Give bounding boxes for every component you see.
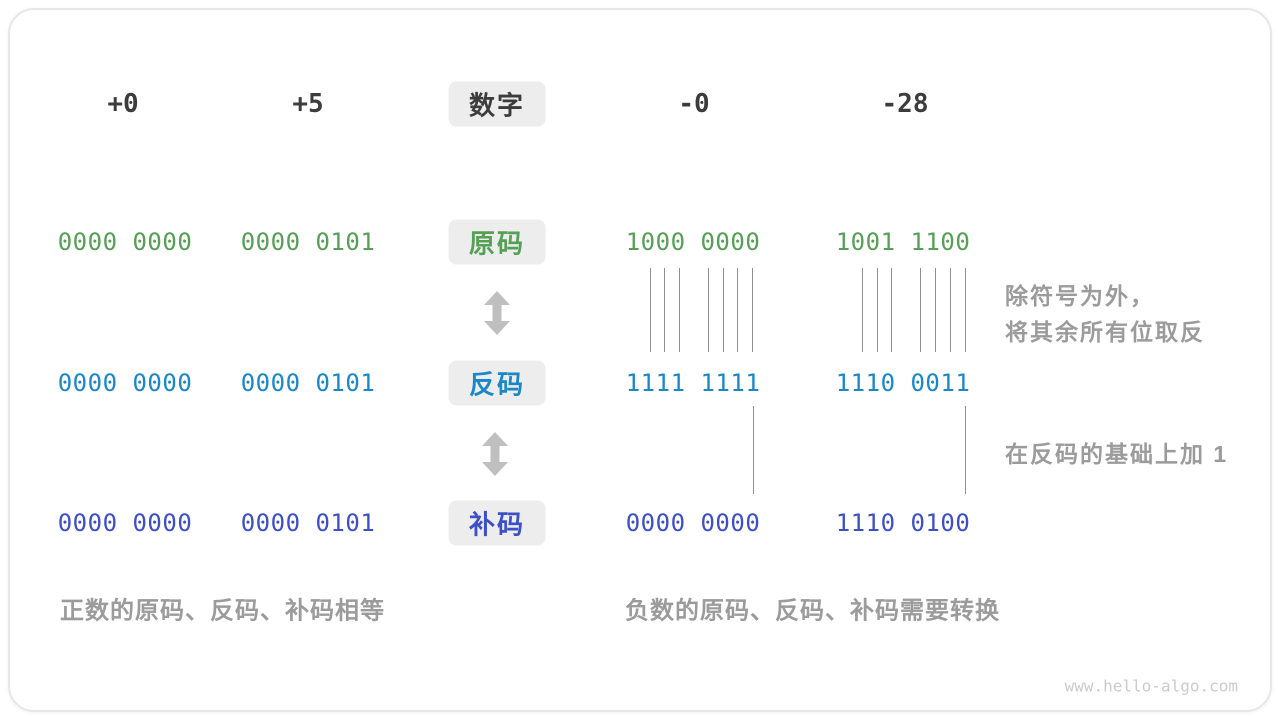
twos-complement-value: 0000 0000 [57, 509, 193, 537]
updown-arrow-icon [484, 291, 510, 335]
bit-invert-line [935, 268, 936, 352]
caption-positive: 正数的原码、反码、补码相等 [60, 597, 385, 625]
bit-invert-line [679, 268, 680, 352]
diagram-card [8, 8, 1272, 712]
bit-invert-line [650, 268, 651, 352]
bit-invert-line [950, 268, 951, 352]
bit-invert-line [723, 268, 724, 352]
column-header-plus-five: +5 [292, 89, 324, 119]
twos-complement-value: 0000 0000 [625, 509, 761, 537]
bit-invert-line [862, 268, 863, 352]
ones-complement-value: 0000 0000 [57, 369, 193, 397]
bit-invert-line [737, 268, 738, 352]
header-label-number: 数字 [448, 81, 546, 127]
add-one-line [965, 406, 966, 494]
annotation-invert-line2: 将其余所有位取反 [1005, 319, 1205, 345]
annotation-invert-line1: 除符号为外， [1005, 283, 1155, 309]
twos-complement-value: 1110 0100 [835, 509, 971, 537]
column-header-minus-28: -28 [881, 89, 929, 119]
sign-magnitude-value: 1001 1100 [835, 228, 971, 256]
row-label-ones-complement: 反码 [448, 360, 546, 406]
watermark: www.hello-algo.com [1064, 676, 1238, 696]
row-label-sign-magnitude: 原码 [448, 219, 546, 265]
sign-magnitude-value: 0000 0000 [57, 228, 193, 256]
annotation-add-one: 在反码的基础上加 1 [1005, 441, 1229, 467]
updown-arrow-icon [482, 432, 508, 476]
bit-invert-line [708, 268, 709, 352]
ones-complement-value: 0000 0101 [240, 369, 376, 397]
column-header-plus-zero: +0 [107, 89, 139, 119]
twos-complement-value: 0000 0101 [240, 509, 376, 537]
sign-magnitude-value: 1000 0000 [625, 228, 761, 256]
row-label-twos-complement: 补码 [448, 500, 546, 546]
bit-invert-line [664, 268, 665, 352]
ones-complement-value: 1111 1111 [625, 369, 761, 397]
bit-invert-line [920, 268, 921, 352]
ones-complement-value: 1110 0011 [835, 369, 971, 397]
bit-invert-line [752, 268, 753, 352]
add-one-line [753, 406, 754, 494]
bit-invert-line [891, 268, 892, 352]
bit-invert-line [877, 268, 878, 352]
sign-magnitude-value: 0000 0101 [240, 228, 376, 256]
bit-invert-line [965, 268, 966, 352]
column-header-minus-zero: -0 [678, 89, 710, 119]
caption-negative: 负数的原码、反码、补码需要转换 [625, 597, 1000, 625]
